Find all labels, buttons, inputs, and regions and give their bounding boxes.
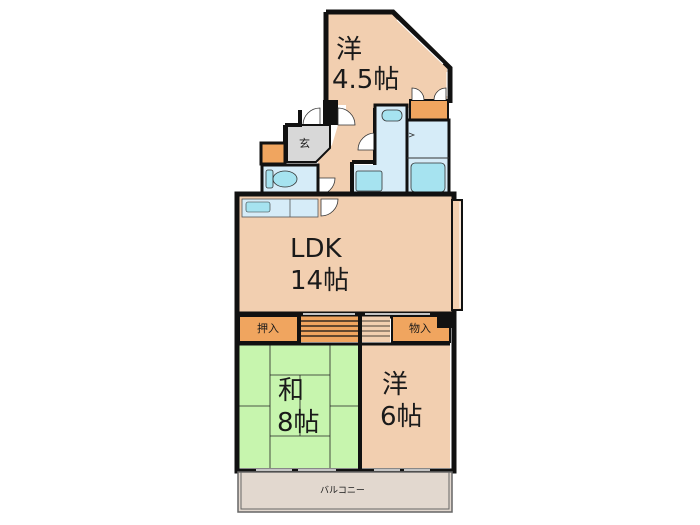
room-size-label: 8帖 <box>277 408 320 438</box>
room-western-north <box>323 9 453 125</box>
entrance-label: 玄 <box>299 137 310 150</box>
shoe-cabinet <box>259 141 287 166</box>
closet-label: 押入 <box>257 322 279 335</box>
room-type-label: 洋 <box>336 35 363 65</box>
room-size-label: 4.5帖 <box>332 65 400 95</box>
room-ldk <box>234 191 463 319</box>
room-size-label: 6帖 <box>380 402 423 432</box>
bathroom <box>405 118 451 200</box>
storage-label: 物入 <box>409 322 431 335</box>
room-japanese <box>239 344 358 468</box>
room-size-label: 14帖 <box>290 266 350 296</box>
entrance <box>283 110 331 163</box>
balcony <box>237 471 453 513</box>
balcony-label: バルコニー <box>320 486 365 496</box>
room-western-south <box>362 344 450 468</box>
room-type-label: 和 <box>278 376 305 406</box>
room-type-label: 洋 <box>382 370 409 400</box>
toilet <box>260 163 320 195</box>
room-type-label: LDK <box>290 234 342 264</box>
